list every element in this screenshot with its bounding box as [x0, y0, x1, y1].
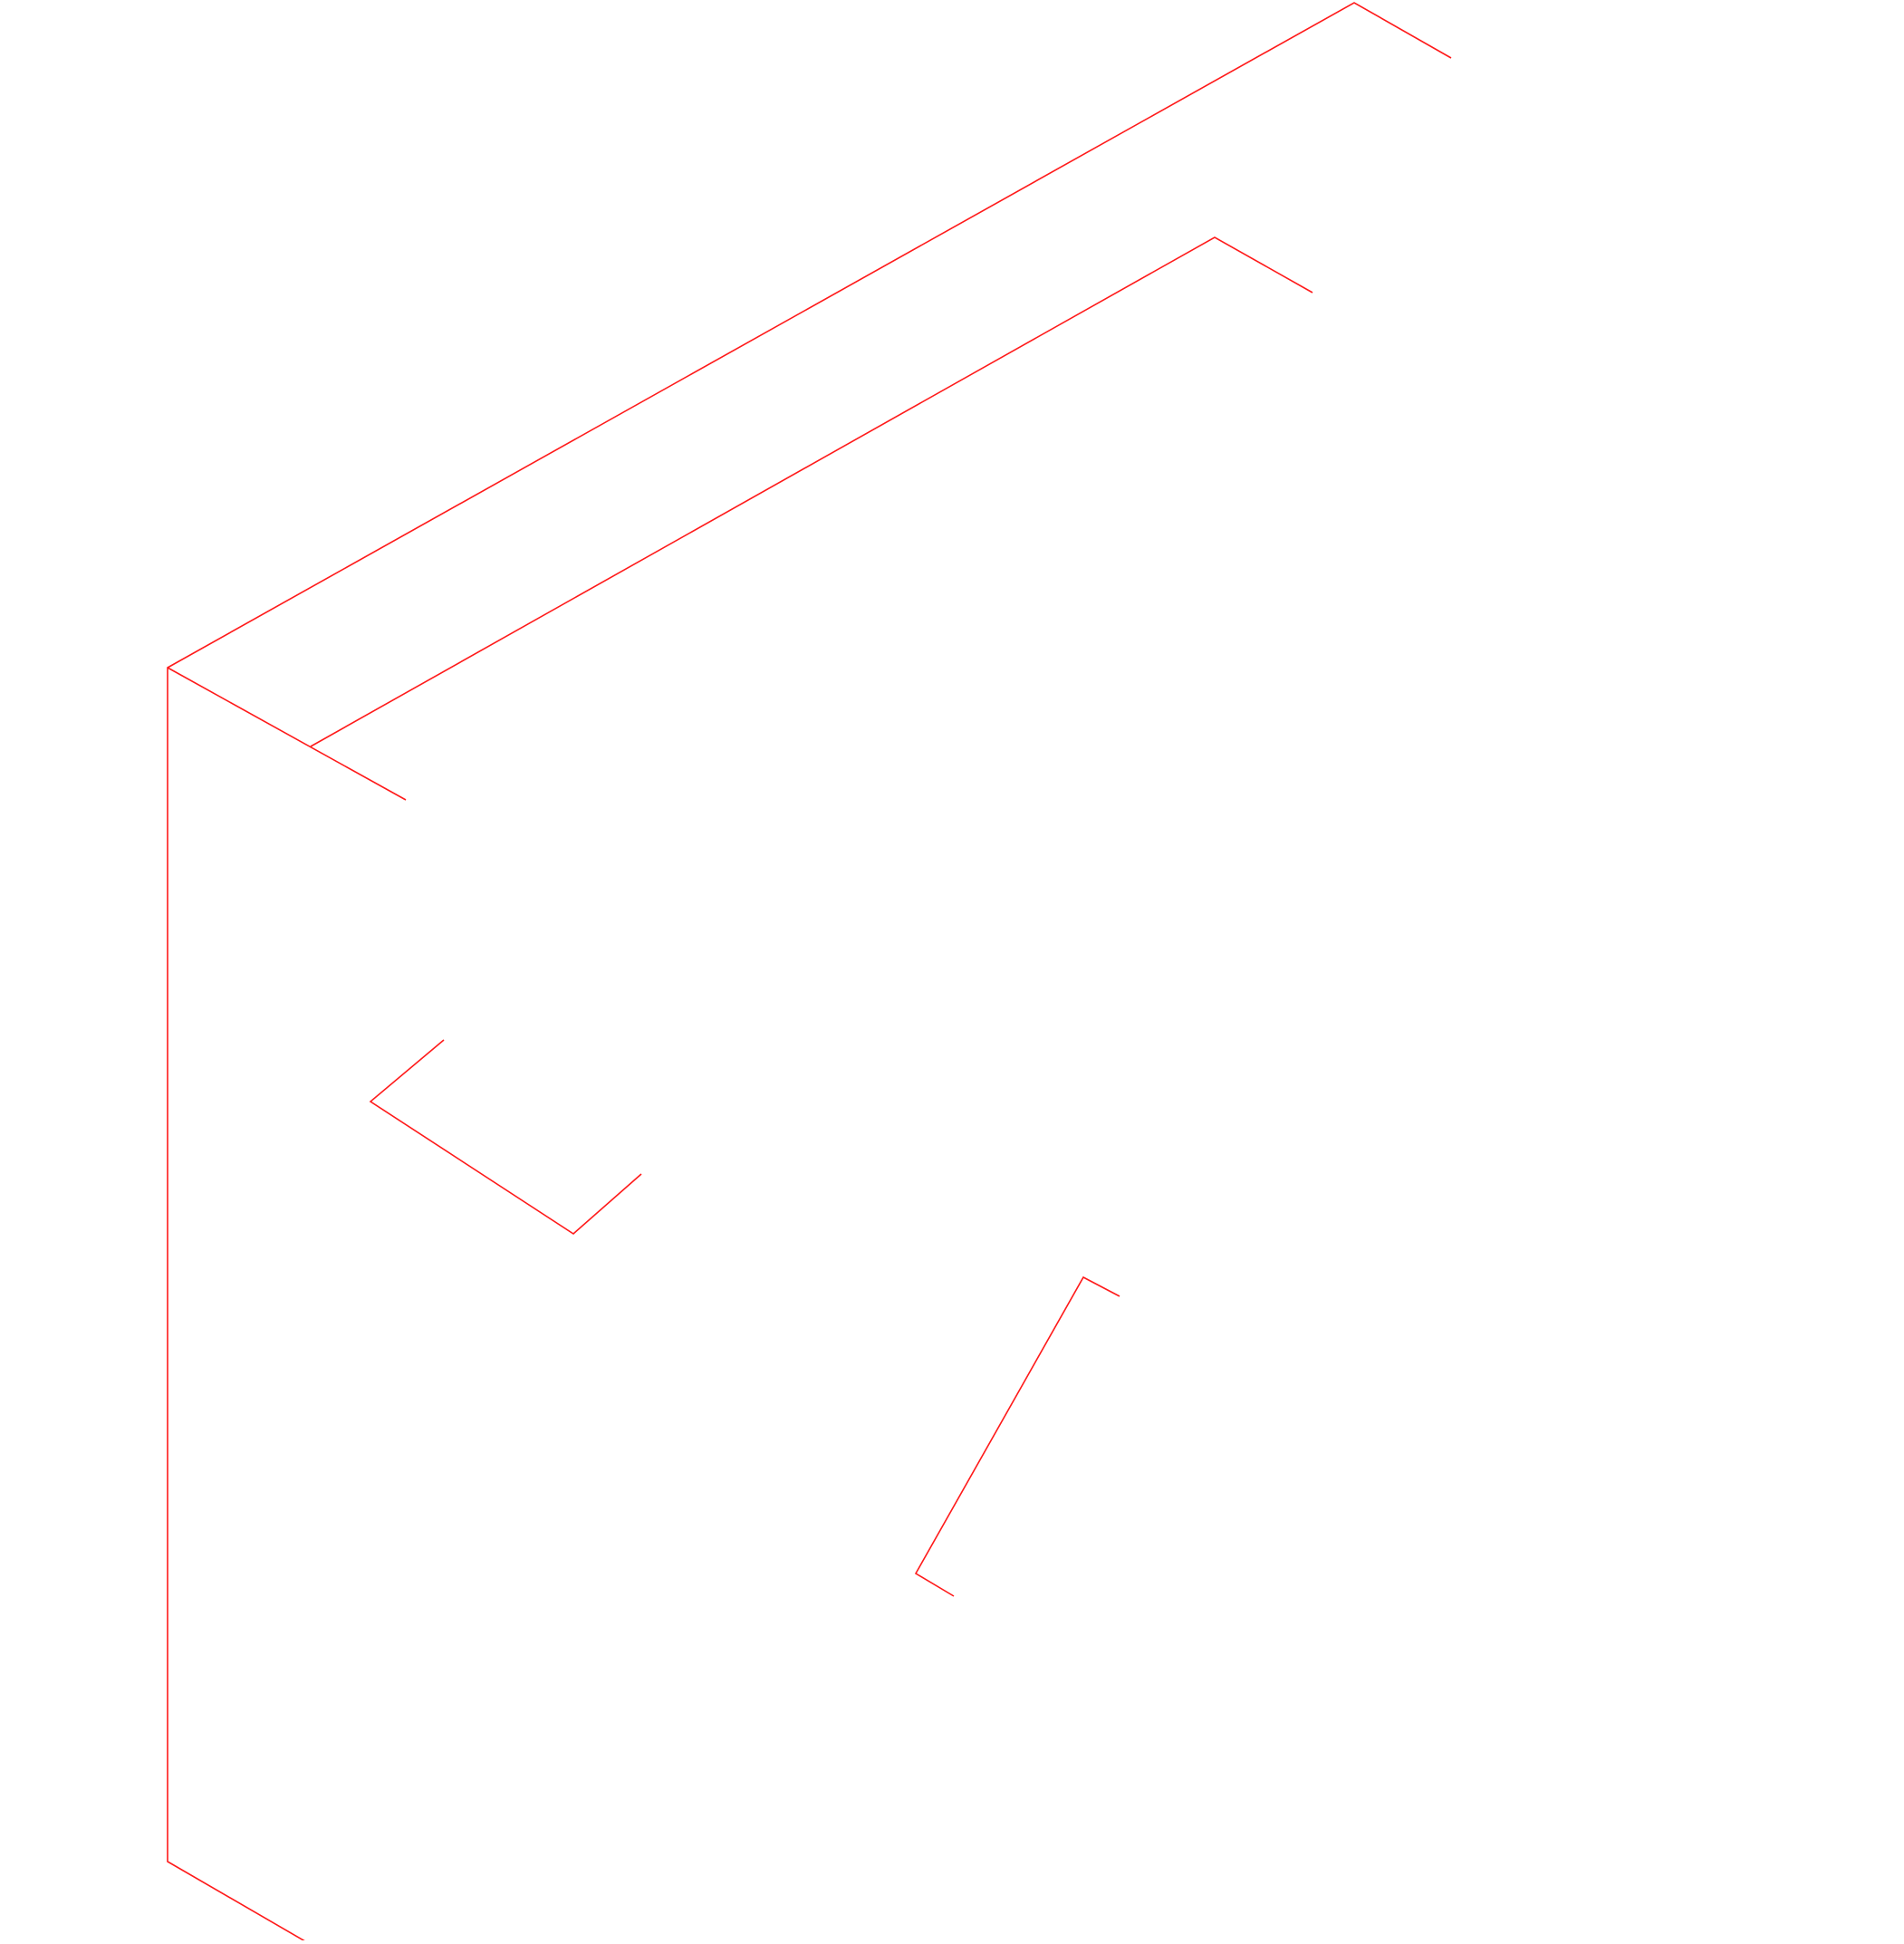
lower-bracket-line: [914, 1275, 1120, 1597]
front-top-edge-line: [167, 667, 407, 801]
outer-top-edge-line: [167, 2, 1452, 1944]
inner-top-edge-line: [310, 236, 1313, 747]
middle-bracket-line: [369, 1039, 642, 1236]
